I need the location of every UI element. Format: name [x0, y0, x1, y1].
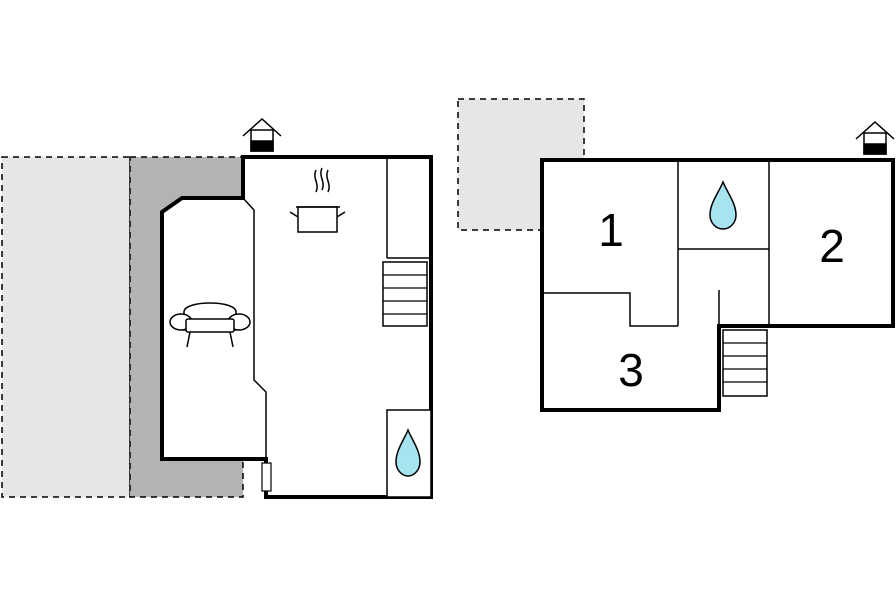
living-room-partition: [242, 197, 267, 459]
cooking-pot-icon: [289, 167, 346, 233]
door-marker: [261, 462, 272, 492]
ground-floor-main-wall: [160, 155, 433, 499]
room-label-2: 2: [819, 220, 845, 272]
sofa-icon: [169, 302, 251, 348]
ground-floor: [1, 117, 433, 499]
stairs-icon: [382, 261, 428, 327]
water-drop-icon: [709, 179, 737, 230]
house-entrance-icon: [855, 120, 895, 155]
room-label-1: 1: [598, 204, 624, 256]
water-drop-icon: [395, 427, 421, 477]
terrace-light: [1, 156, 131, 498]
stairs-icon: [722, 329, 768, 397]
upper-floor: 1 2 3: [457, 98, 895, 412]
room-label-3: 3: [618, 344, 644, 396]
house-entrance-icon: [242, 117, 282, 152]
upper-floor-interior-walls: [542, 160, 770, 327]
